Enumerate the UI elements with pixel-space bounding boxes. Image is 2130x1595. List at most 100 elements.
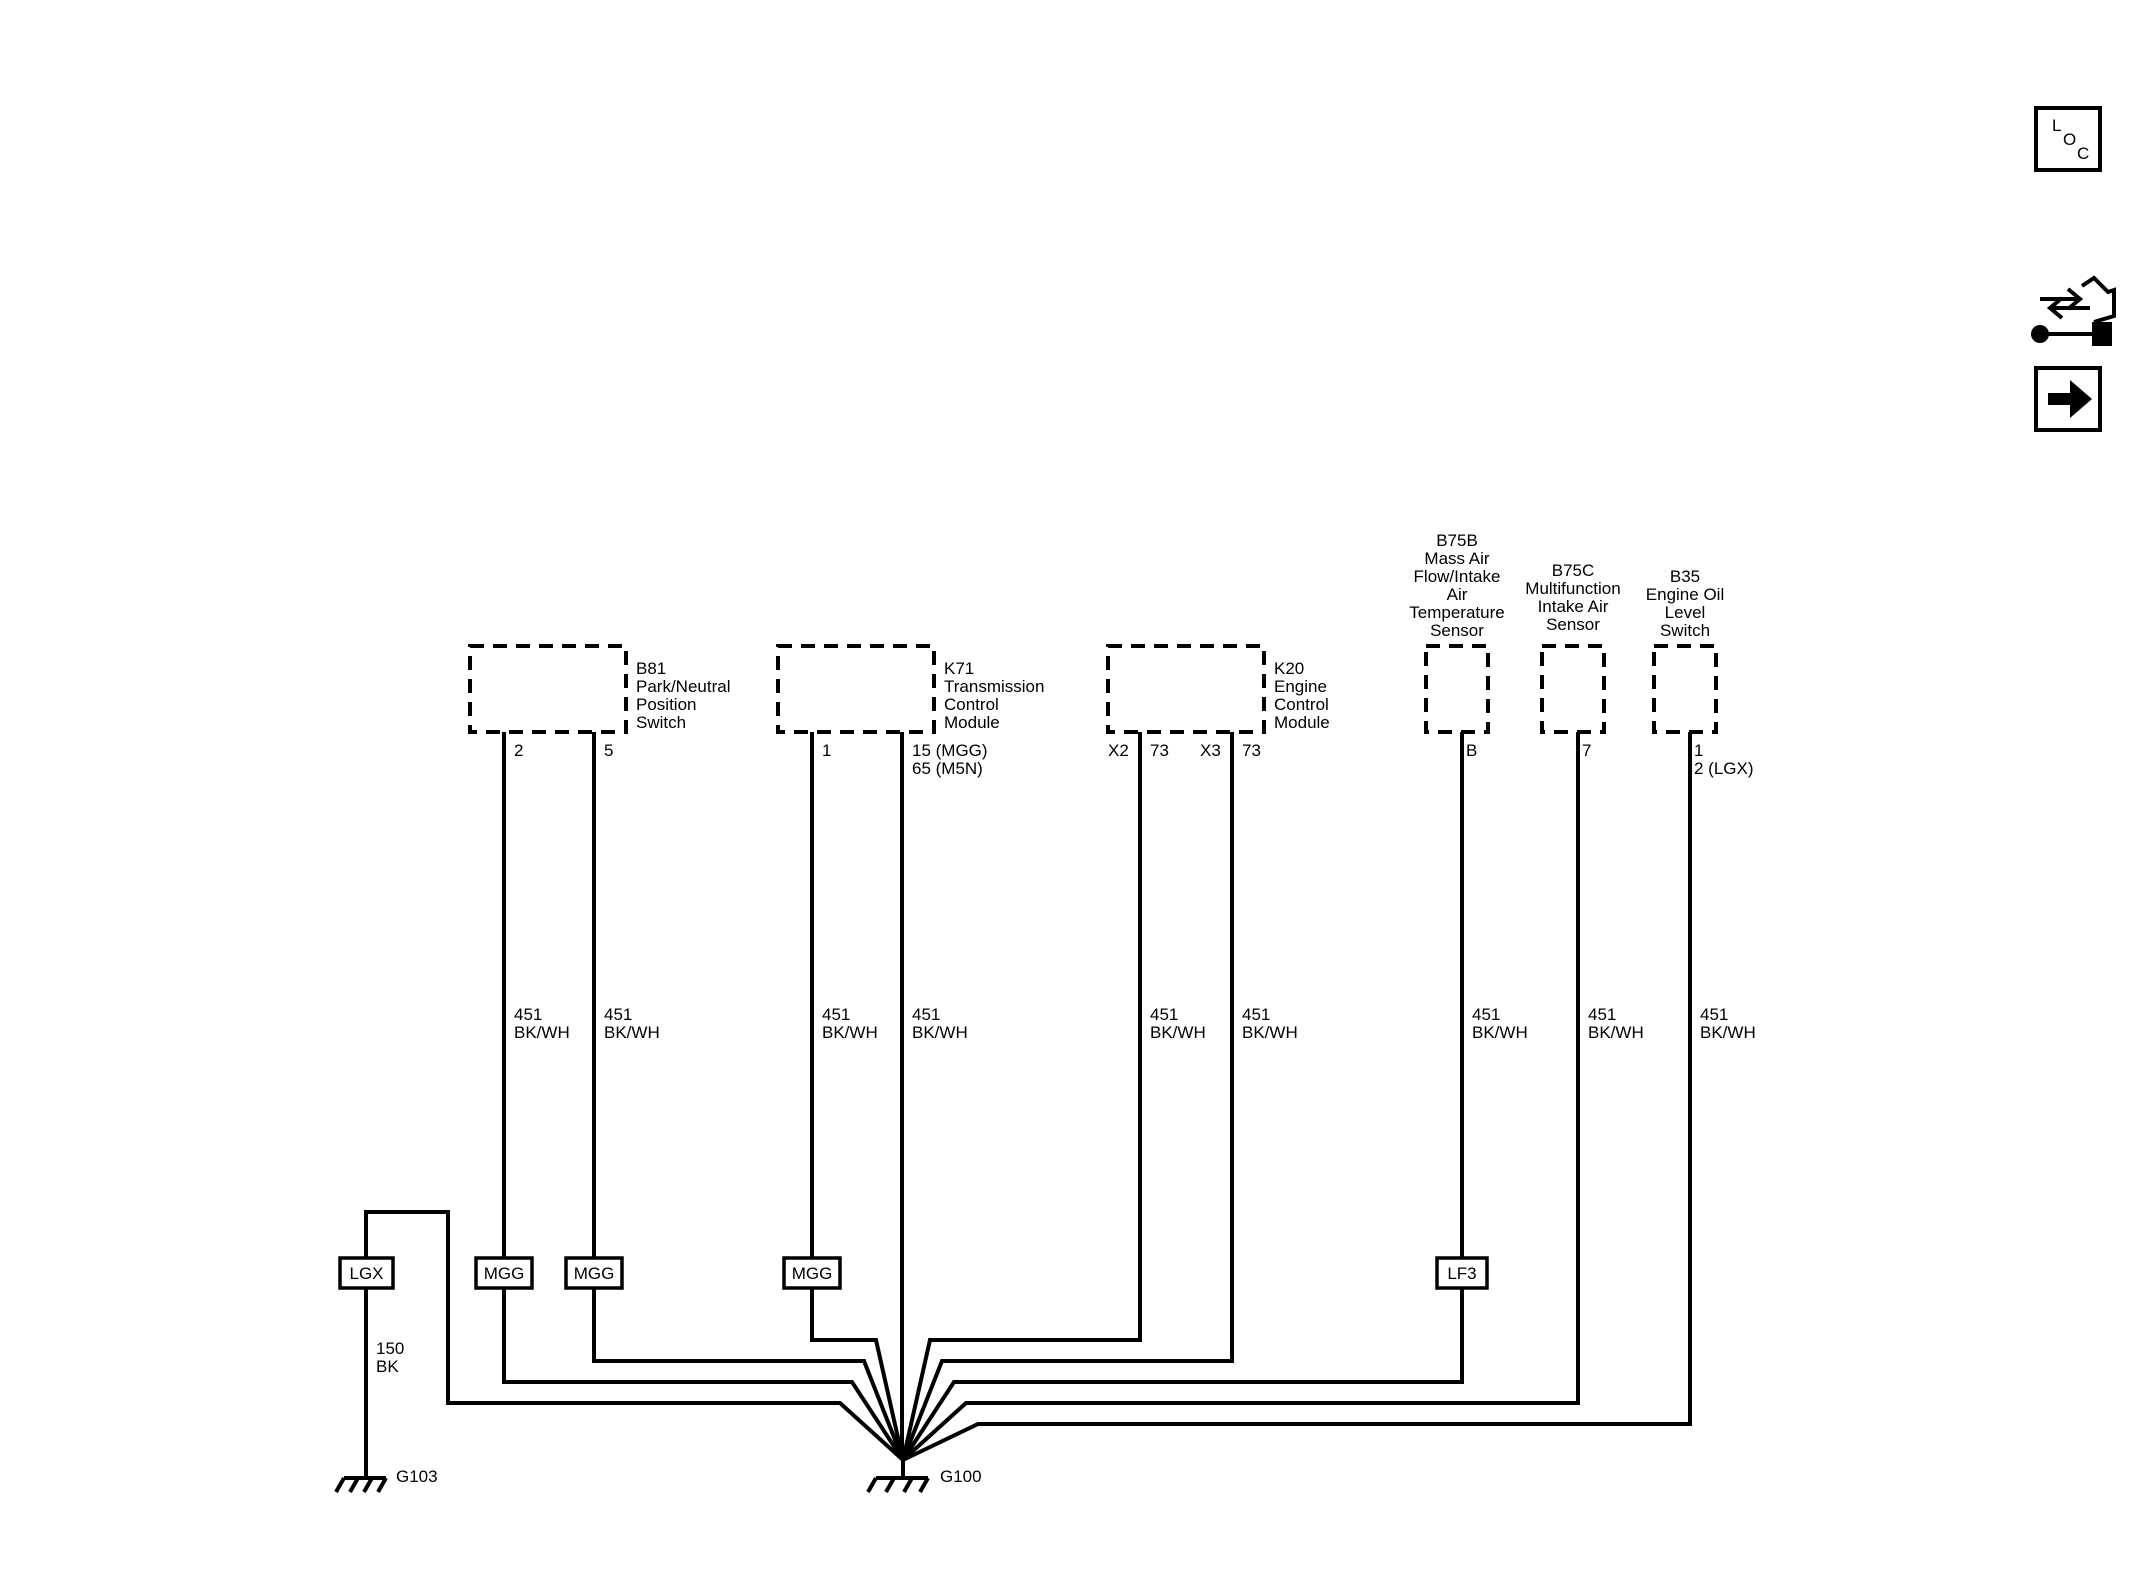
option-tag-mgg: MGG [474, 1256, 534, 1290]
wire-b81-pin5 [592, 732, 905, 1461]
wire-labels: 451 BK/WH 451 BK/WH 451 BK/WH 451 BK/WH … [376, 1005, 1756, 1376]
svg-text:Control: Control [1274, 695, 1329, 714]
option-tag-lgx: LGX [338, 1256, 395, 1290]
svg-text:LGX: LGX [349, 1264, 383, 1283]
svg-text:Level: Level [1665, 603, 1706, 622]
svg-text:BK/WH: BK/WH [1700, 1023, 1756, 1042]
svg-text:451: 451 [1700, 1005, 1728, 1024]
svg-text:BK/WH: BK/WH [514, 1023, 570, 1042]
svg-text:BK/WH: BK/WH [1242, 1023, 1298, 1042]
svg-text:Engine Oil: Engine Oil [1646, 585, 1724, 604]
svg-text:G103: G103 [396, 1467, 438, 1486]
svg-text:Intake Air: Intake Air [1538, 597, 1609, 616]
svg-text:BK/WH: BK/WH [1150, 1023, 1206, 1042]
loc-letter-l: L [2052, 116, 2061, 135]
pin-label: X2 [1108, 741, 1129, 760]
svg-text:Module: Module [1274, 713, 1330, 732]
pin-label: 5 [604, 741, 613, 760]
svg-text:451: 451 [1242, 1005, 1270, 1024]
connector-wrench-icon [2031, 275, 2116, 346]
pin-label: 65 (M5N) [912, 759, 983, 778]
next-page-button[interactable] [2034, 366, 2102, 432]
wires [364, 732, 1692, 1476]
svg-text:451: 451 [1150, 1005, 1178, 1024]
svg-text:B75C: B75C [1552, 561, 1595, 580]
pin-label: 2 [514, 741, 523, 760]
option-tag-lf3: LF3 [1435, 1256, 1489, 1290]
component-b75b: B75B Mass Air Flow/Intake Air Temperatur… [1409, 531, 1504, 760]
svg-text:BK: BK [376, 1357, 399, 1376]
ground-g103: G103 [334, 1467, 438, 1493]
wire-k20-x3-73 [901, 732, 1234, 1461]
svg-text:451: 451 [822, 1005, 850, 1024]
pin-label: 2 (LGX) [1694, 759, 1754, 778]
svg-text:Multifunction: Multifunction [1525, 579, 1620, 598]
pin-label: 7 [1582, 741, 1591, 760]
svg-text:Module: Module [944, 713, 1000, 732]
svg-text:451: 451 [514, 1005, 542, 1024]
wire-b75b-pinb [901, 732, 1464, 1462]
svg-text:Mass Air: Mass Air [1424, 549, 1490, 568]
connector-wrench-button[interactable] [2031, 275, 2116, 346]
loc-button[interactable]: L O C [2034, 106, 2102, 172]
svg-text:B35: B35 [1670, 567, 1700, 586]
svg-text:G100: G100 [940, 1467, 982, 1486]
svg-text:Sensor: Sensor [1430, 621, 1484, 640]
wire-k20-x2-73 [901, 732, 1142, 1461]
svg-text:Air: Air [1447, 585, 1468, 604]
loc-icon [2034, 106, 2102, 172]
svg-text:BK/WH: BK/WH [912, 1023, 968, 1042]
option-tags: LGX MGG MGG MGG LF3 [338, 1256, 1489, 1290]
svg-text:Control: Control [944, 695, 999, 714]
ground-g100: G100 [866, 1460, 982, 1493]
component-b81: B81 Park/Neutral Position Switch 2 5 [468, 644, 730, 760]
svg-text:MGG: MGG [574, 1264, 615, 1283]
wire-b35-pin1 [902, 732, 1692, 1462]
pin-label: 73 [1150, 741, 1169, 760]
ground-symbol-icon [334, 1476, 388, 1493]
option-tag-mgg: MGG [782, 1256, 842, 1290]
svg-text:451: 451 [604, 1005, 632, 1024]
component-b75c: B75C Multifunction Intake Air Sensor 7 [1525, 561, 1620, 760]
wire-b81-pin2 [502, 732, 905, 1462]
svg-text:Flow/Intake: Flow/Intake [1414, 567, 1501, 586]
svg-text:451: 451 [1588, 1005, 1616, 1024]
pin-label: 15 (MGG) [912, 741, 988, 760]
svg-text:K71: K71 [944, 659, 974, 678]
loc-letter-c: C [2077, 144, 2089, 163]
svg-text:MGG: MGG [792, 1264, 833, 1283]
component-b35: B35 Engine Oil Level Switch 1 2 (LGX) [1646, 567, 1754, 778]
loc-letter-o: O [2063, 130, 2076, 149]
svg-text:150: 150 [376, 1339, 404, 1358]
svg-text:451: 451 [912, 1005, 940, 1024]
svg-text:B75B: B75B [1436, 531, 1478, 550]
svg-text:LF3: LF3 [1447, 1264, 1476, 1283]
svg-text:Transmission: Transmission [944, 677, 1044, 696]
option-tag-mgg: MGG [564, 1256, 624, 1290]
svg-text:451: 451 [1472, 1005, 1500, 1024]
svg-text:Position: Position [636, 695, 696, 714]
svg-text:B81: B81 [636, 659, 666, 678]
component-k71: K71 Transmission Control Module 1 15 (MG… [776, 644, 1044, 778]
pin-label: 73 [1242, 741, 1261, 760]
svg-text:Park/Neutral: Park/Neutral [636, 677, 730, 696]
pin-label: X3 [1200, 741, 1221, 760]
svg-text:Temperature: Temperature [1409, 603, 1504, 622]
svg-text:BK/WH: BK/WH [822, 1023, 878, 1042]
svg-text:K20: K20 [1274, 659, 1304, 678]
component-k20: K20 Engine Control Module X2 73 X3 73 [1106, 644, 1330, 760]
svg-text:MGG: MGG [484, 1264, 525, 1283]
wire-k71-pin1 [810, 732, 905, 1461]
pin-label: B [1466, 741, 1477, 760]
pin-label: 1 [822, 741, 831, 760]
svg-text:Switch: Switch [1660, 621, 1710, 640]
pin-label: 1 [1694, 741, 1703, 760]
svg-text:Engine: Engine [1274, 677, 1327, 696]
arrow-right-icon [2048, 380, 2092, 418]
ground-symbol-icon [866, 1476, 930, 1493]
svg-text:Switch: Switch [636, 713, 686, 732]
wire-b75c-pin7 [901, 732, 1580, 1462]
svg-text:BK/WH: BK/WH [1472, 1023, 1528, 1042]
svg-text:BK/WH: BK/WH [1588, 1023, 1644, 1042]
